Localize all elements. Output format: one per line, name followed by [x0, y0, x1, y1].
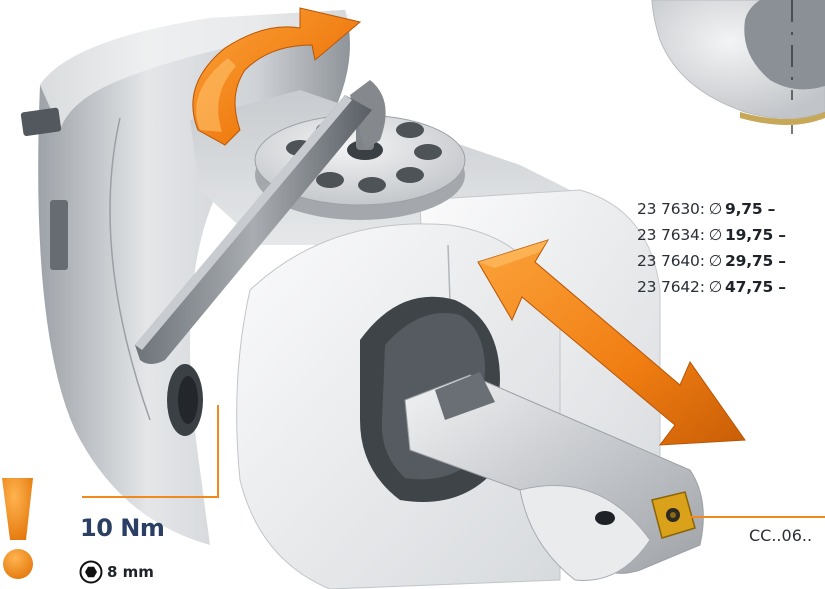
diameter-value: 47,75 –	[725, 278, 786, 296]
diameter-value: 9,75 –	[725, 200, 776, 218]
order-number: 23 7642:	[637, 278, 705, 296]
diameter-value: 19,75 –	[725, 226, 786, 244]
insert-code: CC..06..	[749, 526, 813, 545]
order-number: 23 7640:	[637, 252, 705, 270]
spec-line: 23 7634:∅19,75 –	[637, 226, 786, 244]
diameter-symbol: ∅	[708, 278, 723, 296]
torque-value: 10 Nm	[80, 514, 165, 542]
detail-disc	[651, 0, 825, 134]
adjustment-arrow-icon	[477, 239, 746, 446]
spec-line: 23 7642:∅47,75 –	[637, 278, 786, 296]
order-number: 23 7634:	[637, 226, 705, 244]
hex-key-size: 8 mm	[107, 563, 154, 581]
hex-key-size-row: 8 mm	[80, 560, 154, 584]
torque-callout-line	[82, 405, 219, 498]
spec-line: 23 7630:∅9,75 –	[637, 200, 775, 218]
diameter-value: 29,75 –	[725, 252, 786, 270]
diameter-symbol: ∅	[708, 252, 723, 270]
hex-socket-icon	[79, 560, 103, 584]
warning-exclamation-icon	[2, 478, 33, 579]
diameter-symbol: ∅	[708, 226, 723, 244]
cutting-insert	[651, 491, 696, 539]
spec-line: 23 7640:∅29,75 –	[637, 252, 786, 270]
order-number: 23 7630:	[637, 200, 705, 218]
hex-key	[135, 80, 386, 364]
rotation-arrow-icon	[192, 7, 362, 146]
boring-bar	[404, 372, 704, 581]
diameter-symbol: ∅	[708, 200, 723, 218]
